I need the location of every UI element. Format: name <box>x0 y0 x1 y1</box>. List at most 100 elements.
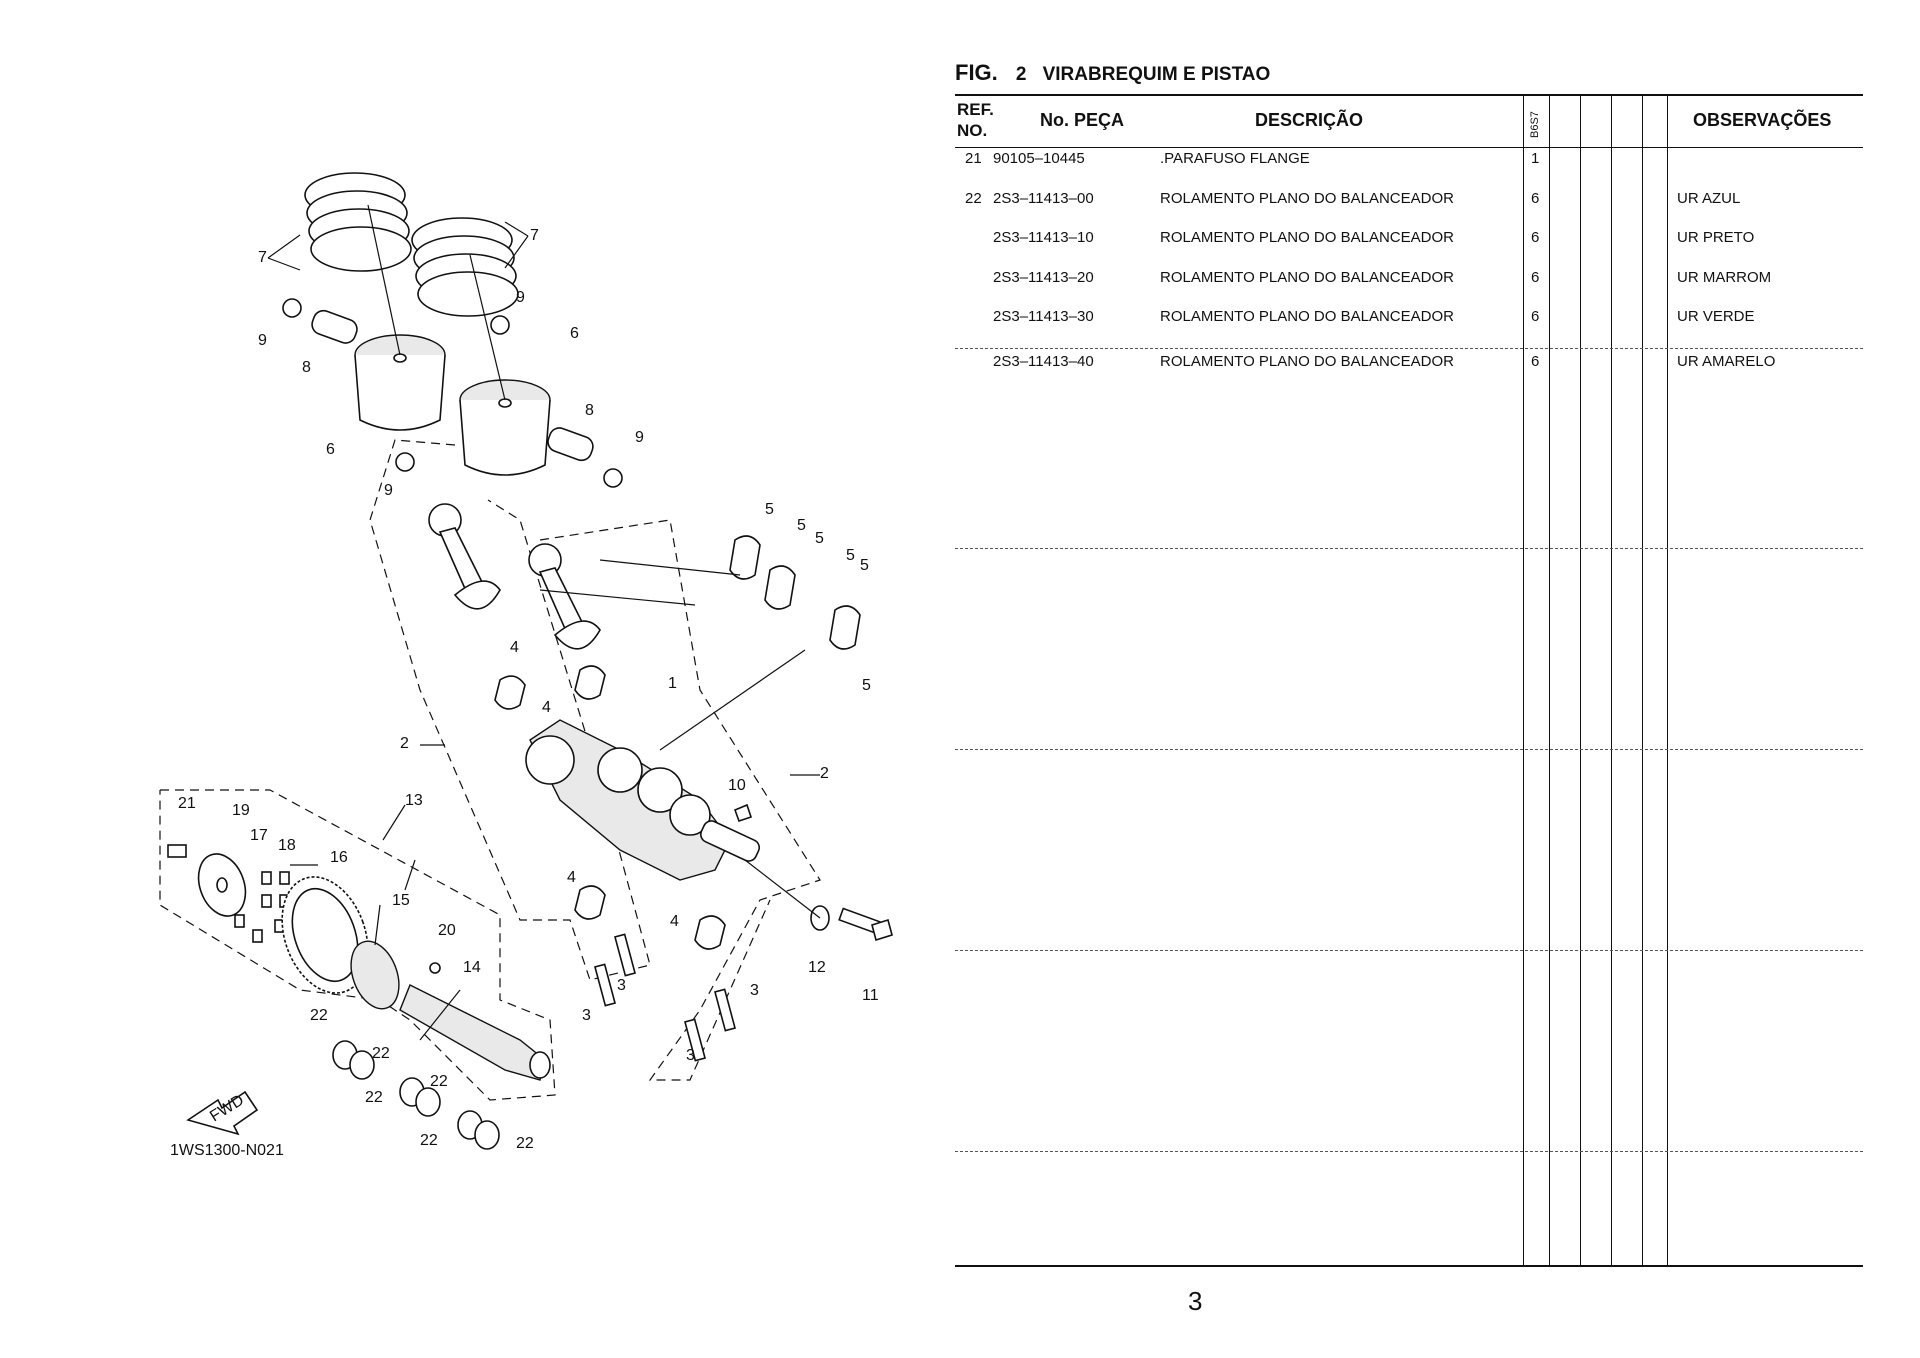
clip-3 <box>395 452 415 472</box>
callout-6: 6 <box>326 441 335 458</box>
row-part-no: 2S3–11413–10 <box>993 229 1094 246</box>
table-row: 21 90105–10445 .PARAFUSO FLANGE 1 <box>955 150 1863 176</box>
row-obs: UR AZUL <box>1677 190 1741 207</box>
diagram-code: 1WS1300-N021 <box>170 1142 284 1159</box>
section-separator <box>955 950 1863 951</box>
table-row: 2S3–11413–20 ROLAMENTO PLANO DO BALANCEA… <box>955 269 1863 295</box>
row-description: ROLAMENTO PLANO DO BALANCEADOR <box>1160 229 1454 246</box>
header-observations: OBSERVAÇÕES <box>1693 110 1832 130</box>
section-separator <box>955 1151 1863 1152</box>
callout-22: 22 <box>430 1073 448 1090</box>
figure-label: FIG. <box>955 60 998 85</box>
row-part-no: 2S3–11413–20 <box>993 269 1094 286</box>
callout-5: 5 <box>846 547 855 564</box>
row-part-no: 2S3–11413–30 <box>993 308 1094 325</box>
callout-9: 9 <box>258 332 267 349</box>
parts-table: REF. NO. No. PEÇA DESCRIÇÃO B6S7 OBSERVA… <box>955 94 1863 1267</box>
callout-16: 16 <box>330 849 348 866</box>
bearing-set-4 <box>494 665 726 950</box>
row-ref: 21 <box>965 150 982 167</box>
col-divider <box>1523 94 1524 1266</box>
balancer-bearings <box>332 1040 500 1150</box>
callout-7: 7 <box>530 227 539 244</box>
callout-3: 3 <box>617 977 626 994</box>
callout-3: 3 <box>750 982 759 999</box>
crank-group-outline <box>539 519 821 1081</box>
callout-19: 19 <box>232 802 250 819</box>
callout-20: 20 <box>438 922 456 939</box>
exploded-parts-diagram: FWD 7 7 9 9 9 9 8 8 6 6 5 5 5 5 5 5 4 4 … <box>159 172 893 1159</box>
clip-1 <box>282 298 302 318</box>
conrod-bolts <box>594 933 736 1062</box>
callout-5: 5 <box>797 517 806 534</box>
col-divider <box>1549 94 1550 1266</box>
pin-20 <box>429 962 441 974</box>
callout-22: 22 <box>372 1045 390 1062</box>
row-description: ROLAMENTO PLANO DO BALANCEADOR <box>1160 353 1454 370</box>
callout-17: 17 <box>250 827 268 844</box>
piston-group-outline <box>369 439 651 981</box>
table-row: 2S3–11413–30 ROLAMENTO PLANO DO BALANCEA… <box>955 308 1863 334</box>
callout-22: 22 <box>420 1132 438 1149</box>
crankshaft <box>525 719 761 881</box>
callout-21: 21 <box>178 795 196 812</box>
header-description: DESCRIÇÃO <box>1255 110 1364 130</box>
row-obs: UR MARROM <box>1677 269 1772 286</box>
row-qty: 1 <box>1531 150 1540 167</box>
callout-9: 9 <box>384 482 393 499</box>
row-obs: UR VERDE <box>1677 308 1755 325</box>
callout-13: 13 <box>405 792 423 809</box>
piston-left <box>354 334 446 431</box>
balancer-hub <box>350 940 400 1010</box>
callout-7: 7 <box>258 249 267 266</box>
table-top-rule <box>955 94 1863 96</box>
row-qty: 6 <box>1531 353 1540 370</box>
header-ref: REF. <box>957 100 994 119</box>
piston-right <box>459 379 551 476</box>
col-divider <box>1667 94 1668 1266</box>
row-obs: UR AMARELO <box>1677 353 1776 370</box>
row-obs: UR PRETO <box>1677 229 1755 246</box>
row-part-no: 90105–10445 <box>993 150 1085 167</box>
key <box>733 803 753 823</box>
row-qty: 6 <box>1531 308 1540 325</box>
row-qty: 6 <box>1531 229 1540 246</box>
page-number: 3 <box>1188 1286 1203 1316</box>
table-row: 2S3–11413–40 ROLAMENTO PLANO DO BALANCEA… <box>955 353 1863 379</box>
callout-12: 12 <box>808 959 826 976</box>
piston-pin-right <box>547 427 594 462</box>
callout-8: 8 <box>585 402 594 419</box>
balancer-shaft <box>399 984 551 1081</box>
piston-rings-left <box>304 172 412 272</box>
callout-4: 4 <box>510 639 519 656</box>
section-separator <box>955 749 1863 750</box>
col-divider <box>1611 94 1612 1266</box>
col-divider <box>1642 94 1643 1266</box>
callout-4: 4 <box>567 869 576 886</box>
callout-4: 4 <box>670 913 679 930</box>
callout-14: 14 <box>463 959 481 976</box>
piston-pin-left <box>311 309 358 344</box>
row-description: ROLAMENTO PLANO DO BALANCEADOR <box>1160 308 1454 325</box>
callout-6: 6 <box>570 325 579 342</box>
header-no: NO. <box>957 121 988 140</box>
balancer-group-outline <box>159 789 556 1101</box>
clip-4 <box>603 468 623 488</box>
callout-15: 15 <box>392 892 410 909</box>
callout-5: 5 <box>815 530 824 547</box>
fwd-arrow: FWD <box>186 1090 259 1136</box>
conrod-left <box>428 503 501 610</box>
balancer-gear <box>281 876 369 994</box>
row-part-no: 2S3–11413–40 <box>993 353 1094 370</box>
figure-title: FIG. 2 VIRABREQUIM E PISTAO <box>955 60 1270 86</box>
table-row: 2S3–11413–10 ROLAMENTO PLANO DO BALANCEA… <box>955 229 1863 255</box>
callout-22: 22 <box>516 1135 534 1152</box>
table-header-rule <box>955 147 1863 148</box>
callout-3: 3 <box>582 1007 591 1024</box>
figure-name: VIRABREQUIM E PISTAO <box>1042 64 1271 85</box>
piston-rings-right <box>411 217 519 317</box>
row-ref: 22 <box>965 190 982 207</box>
callout-11: 11 <box>862 987 879 1004</box>
callout-5: 5 <box>765 501 774 518</box>
callout-9: 9 <box>635 429 644 446</box>
